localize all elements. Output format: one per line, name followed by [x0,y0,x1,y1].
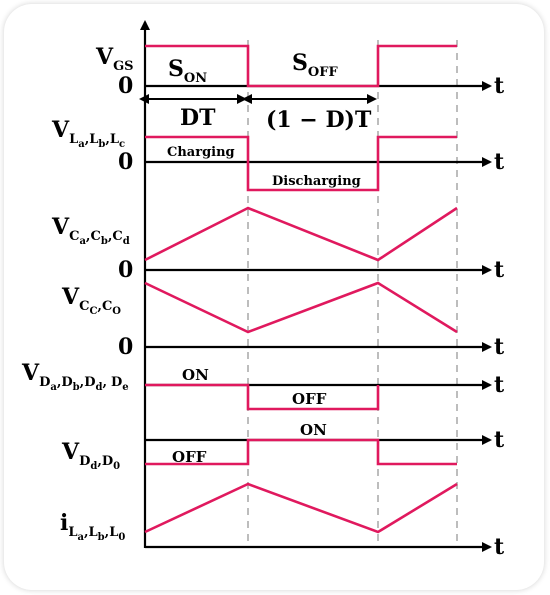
label-vda: VDa,Db,Dd,De [21,360,129,393]
label-vdd: VDd,D0 [61,439,120,472]
t-label-il: t [494,534,505,560]
label-off-diode-a: OFF [292,390,327,408]
zero-vgs: 0 [118,73,133,99]
waveform-vl [145,135,457,192]
waveform-vdd [145,438,457,466]
label-discharging: Discharging [272,174,361,189]
t-label-vl: t [494,149,505,175]
zero-vca: 0 [118,257,133,283]
label-vl: VLa,Lb,Lc [51,117,125,150]
zero-vcc: 0 [118,334,133,360]
label-on-diode-d: ON [300,421,327,439]
label-vgs: VGS [95,44,134,74]
label-one-minus-d: (1 − D)T [266,107,372,133]
label-s-off: SOFF [292,50,338,80]
waveform-vgs [145,44,457,88]
t-label-vda: t [494,372,505,398]
label-vcc: VCC,CO [61,284,121,317]
label-charging: Charging [167,145,235,160]
label-on-diode-a: ON [182,366,209,384]
waveform-il [144,482,458,534]
label-dt: DT [180,105,216,131]
zero-vl: 0 [118,149,133,175]
t-label-vca: t [494,257,505,283]
waveform-vca [144,206,458,262]
waveform-vcc [144,281,458,334]
label-vca: VCa,Cb,Cd [51,214,130,247]
waveform-vda [145,383,380,411]
label-off-diode-d: OFF [172,448,207,466]
t-label-vdd: t [494,427,505,453]
label-il: iLa,Lb,L0 [60,510,125,543]
t-label-vgs: t [494,73,505,99]
t-label-vcc: t [494,334,505,360]
label-s-on: SON [168,56,207,86]
